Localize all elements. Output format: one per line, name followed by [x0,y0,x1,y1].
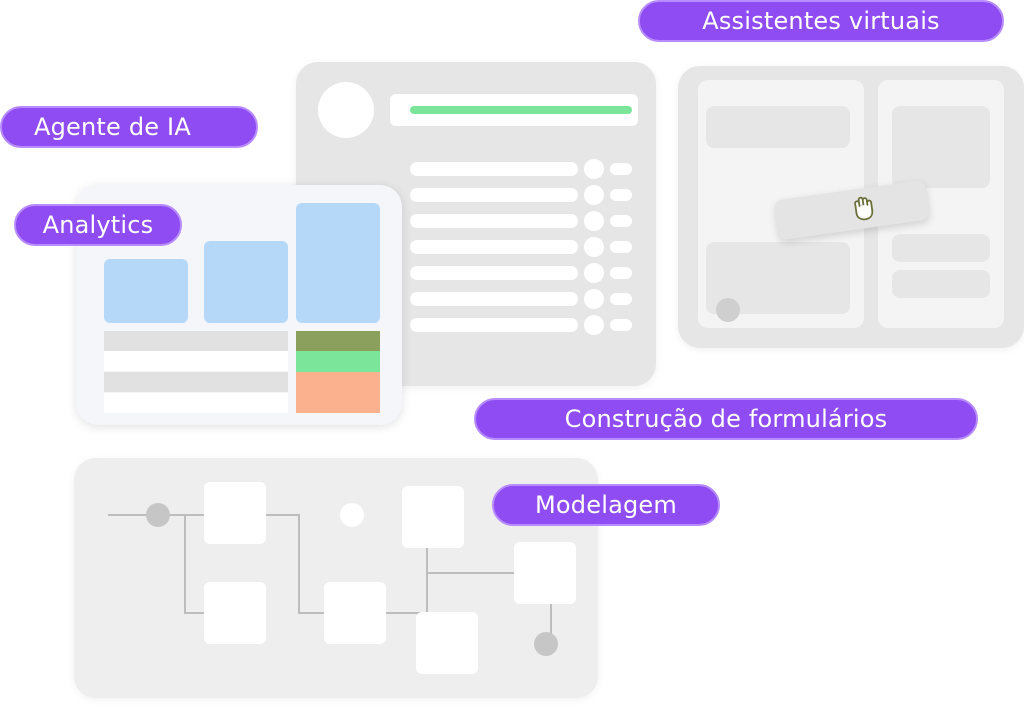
flow-connector [384,612,426,614]
flow-connector [184,612,204,614]
bar-chart-bar [204,241,288,323]
table-row [104,393,288,413]
panel-block [892,106,990,188]
form-field-bar [410,266,578,280]
flow-node[interactable] [416,612,478,674]
pill-agente-de-ia: Agente de IA [0,106,258,148]
form-small-bar [610,319,632,331]
form-radio-dot [584,315,604,335]
table-row [104,372,288,392]
form-radio-dot [584,159,604,179]
form-small-bar [610,215,632,227]
bar-chart-bar [104,259,188,323]
form-small-bar [610,189,632,201]
form-field-bar [410,318,578,332]
form-radio-dot [584,237,604,257]
flow-start-dot [146,503,170,527]
flow-connector [184,514,186,612]
form-small-bar [610,267,632,279]
pill-modelagem: Modelagem [492,484,720,526]
panel-block [892,270,990,298]
form-field-bar [410,240,578,254]
stack-segment-olive [296,331,380,351]
stack-segment-salmon [296,372,380,413]
panel-dot [716,298,740,322]
table-row [104,331,288,351]
flow-connector [298,514,300,612]
flow-connector [550,602,552,644]
draggable-block[interactable] [773,179,931,241]
form-field-bar [410,214,578,228]
form-radio-dot [584,211,604,231]
flow-connector [426,572,516,574]
flow-dot [340,503,364,527]
flow-connector [298,612,326,614]
table-row [104,351,288,371]
flow-node[interactable] [204,482,266,544]
pill-assistentes-virtuais: Assistentes virtuais [638,0,1004,42]
form-small-bar [610,293,632,305]
flow-end-dot [534,632,558,656]
bar-chart-bar [296,203,380,323]
analytics-card [76,185,402,425]
form-radio-dot [584,263,604,283]
flow-connector [108,514,298,516]
flow-node[interactable] [324,582,386,644]
flow-connector [426,546,428,614]
form-radio-dot [584,289,604,309]
hand-grab-icon [854,196,874,221]
virtual-assistant-card [678,66,1024,348]
form-field-bar [410,292,578,306]
avatar-placeholder [318,82,374,138]
progress-bar-green [410,106,632,114]
pill-analytics: Analytics [14,204,182,246]
flow-node[interactable] [204,582,266,644]
form-small-bar [610,241,632,253]
stack-segment-green [296,351,380,372]
panel-block [892,234,990,262]
form-field-bar [410,162,578,176]
form-field-bar [410,188,578,202]
pill-construcao-formularios: Construção de formulários [474,398,978,440]
form-radio-dot [584,185,604,205]
form-header-bar [390,94,638,126]
flow-node[interactable] [402,486,464,548]
flow-node[interactable] [514,542,576,604]
form-small-bar [610,163,632,175]
panel-block [706,106,850,148]
